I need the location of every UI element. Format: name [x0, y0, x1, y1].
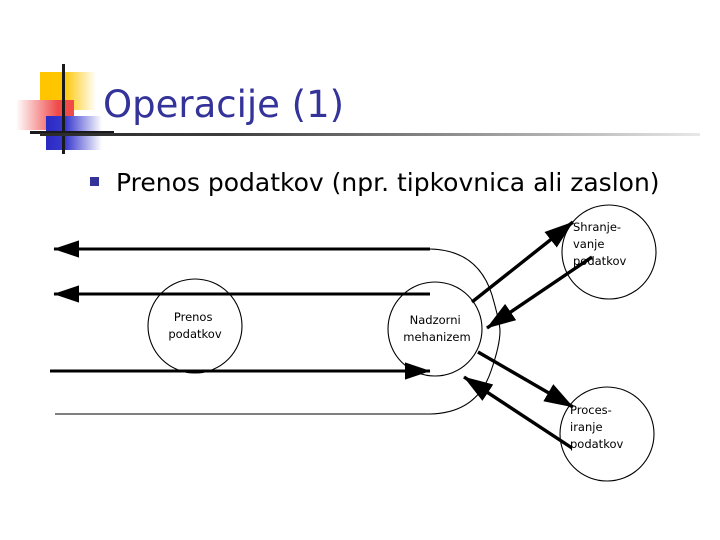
node-nadzorni-label: Nadzorni mehanizem — [403, 313, 470, 344]
edge-nadzorni-to-procesiranje — [477, 350, 574, 409]
node-procesiranje-line-2: iranje — [570, 420, 603, 434]
node-procesiranje-line-3: podatkov — [570, 437, 623, 451]
bullet-item-label: Prenos podatkov (npr. tipkovnica ali zas… — [116, 168, 660, 197]
node-shranjevanje-line-2: vanje — [573, 237, 604, 251]
edge-shranjevanje-to-nadzorni — [486, 255, 593, 330]
edge-procesiranje-to-nadzorni — [463, 375, 573, 450]
node-prenos-label: Prenos podatkov — [168, 310, 221, 341]
node-procesiranje-circle — [559, 386, 655, 482]
page-title: Operacije (1) — [103, 83, 345, 126]
node-nadzorni-line-1: Nadzorni — [410, 313, 461, 327]
node-prenos-line-2: podatkov — [168, 327, 221, 341]
flow-diagram: Prenos podatkov Nadzorni mehanizem Shran… — [50, 204, 657, 482]
node-shranjevanje-label: Shranje- vanje podatkov — [573, 220, 626, 268]
title-divider — [40, 133, 700, 136]
decorative-corner-logo — [14, 58, 114, 158]
node-shranjevanje-circle — [561, 204, 657, 300]
edge-nadzorni-to-shranjevanje — [470, 220, 575, 304]
square-bullet-icon — [90, 177, 99, 186]
node-prenos-circle — [147, 278, 243, 374]
node-procesiranje-line-1: Proces- — [570, 403, 612, 417]
node-shranjevanje-line-3: podatkov — [573, 254, 626, 268]
node-nadzorni-circle — [387, 281, 483, 377]
node-nadzorni-line-2: mehanizem — [403, 330, 470, 344]
crosshair-horizontal-line — [30, 131, 114, 134]
node-prenos-line-1: Prenos — [174, 310, 213, 324]
bullet-item: Prenos podatkov (npr. tipkovnica ali zas… — [90, 168, 660, 197]
node-procesiranje-label: Proces- iranje podatkov — [570, 403, 623, 451]
crosshair-vertical-line — [62, 64, 65, 154]
node-shranjevanje-line-1: Shranje- — [573, 220, 621, 234]
